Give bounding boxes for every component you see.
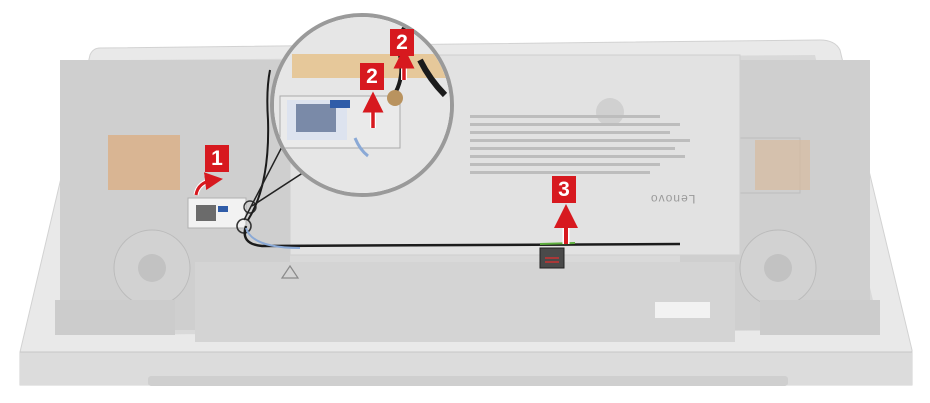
step-1-callout: 1 — [205, 145, 229, 172]
brand-label: Lenovo — [650, 192, 695, 206]
step-3-callout: 3 — [552, 176, 576, 203]
speaker-connector — [540, 248, 564, 268]
step-2-callout-upper: 2 — [390, 29, 414, 56]
copper-shield-left — [108, 135, 180, 190]
step-2-callout-lower: 2 — [360, 63, 384, 90]
